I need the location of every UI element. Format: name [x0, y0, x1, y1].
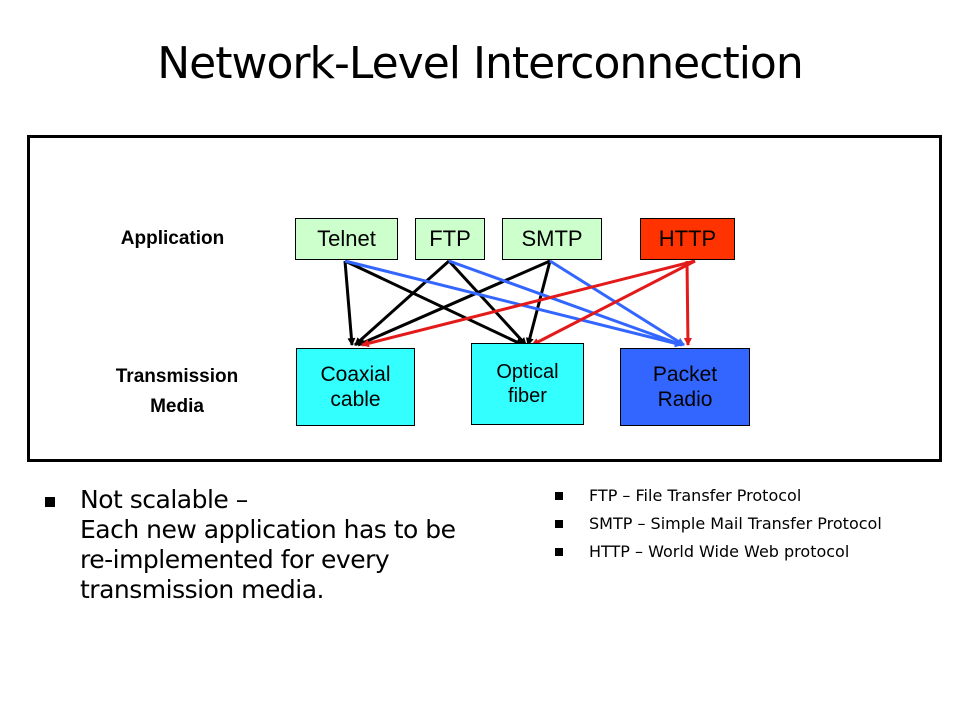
coaxial-label-line1: Coaxial: [320, 362, 391, 386]
transmission-label-line2: Media: [150, 396, 204, 417]
ftp-box: FTP: [415, 218, 485, 260]
scalability-bullet: Not scalable – Each new application has …: [45, 485, 525, 605]
bullet-line-4: transmission media.: [80, 575, 324, 604]
http-box: HTTP: [640, 218, 735, 260]
smtp-to-coaxial-link: [357, 259, 551, 347]
http-to-coaxial-link: [361, 259, 696, 348]
telnet-to-coaxial-link: [343, 260, 356, 346]
bullet-square-icon: [45, 497, 55, 507]
http-to-optical-link: [531, 259, 696, 347]
coaxial-cable-box: Coaxial cable: [296, 348, 415, 426]
diagram-frame: [27, 135, 942, 462]
optical-fiber-box: Optical fiber: [471, 343, 584, 425]
ftp-to-optical-link: [447, 259, 528, 347]
packet-label-line1: Packet: [652, 362, 718, 386]
definition-item: SMTP – Simple Mail Transfer Protocol: [555, 512, 955, 540]
slide-title: Network-Level Interconnection: [157, 38, 803, 89]
bullet-line-3: re-implemented for every: [80, 545, 390, 574]
bullet-line-1: Not scalable –: [80, 485, 248, 514]
packet-label-line2: Radio: [657, 388, 713, 411]
packet-radio-box: Packet Radio: [620, 348, 750, 426]
main-bullet-list: Not scalable – Each new application has …: [45, 485, 525, 605]
coaxial-label-line2: cable: [330, 388, 381, 411]
telnet-box: Telnet: [295, 218, 398, 260]
definition-list: FTP – File Transfer Protocol SMTP – Simp…: [555, 484, 955, 568]
smtp-box: SMTP: [502, 218, 602, 260]
definition-item: HTTP – World Wide Web protocol: [555, 540, 955, 568]
smtp-to-optical-link: [525, 260, 552, 346]
smtp-to-packet-radio-link: [549, 259, 685, 347]
http-to-packet-radio-link: [683, 260, 692, 346]
ftp-to-packet-radio-link: [448, 259, 683, 347]
transmission-media-row-label: Transmission Media: [72, 362, 282, 422]
ftp-to-coaxial-link: [354, 259, 450, 347]
bullet-square-icon: [555, 492, 563, 500]
definition-ftp: FTP – File Transfer Protocol: [589, 486, 802, 505]
optical-label-line2: fiber: [508, 385, 547, 407]
definition-smtp: SMTP – Simple Mail Transfer Protocol: [589, 514, 882, 533]
bullet-square-icon: [555, 520, 563, 528]
telnet-to-packet-radio-link: [344, 259, 683, 348]
definition-http: HTTP – World Wide Web protocol: [589, 542, 850, 561]
transmission-label-line1: Transmission: [115, 366, 239, 387]
bullet-square-icon: [555, 548, 563, 556]
telnet-to-optical-link: [344, 259, 524, 347]
definition-item: FTP – File Transfer Protocol: [555, 484, 955, 512]
optical-label-line1: Optical: [496, 361, 559, 383]
application-row-label: Application: [120, 228, 225, 249]
bullet-line-2: Each new application has to be: [80, 515, 456, 544]
